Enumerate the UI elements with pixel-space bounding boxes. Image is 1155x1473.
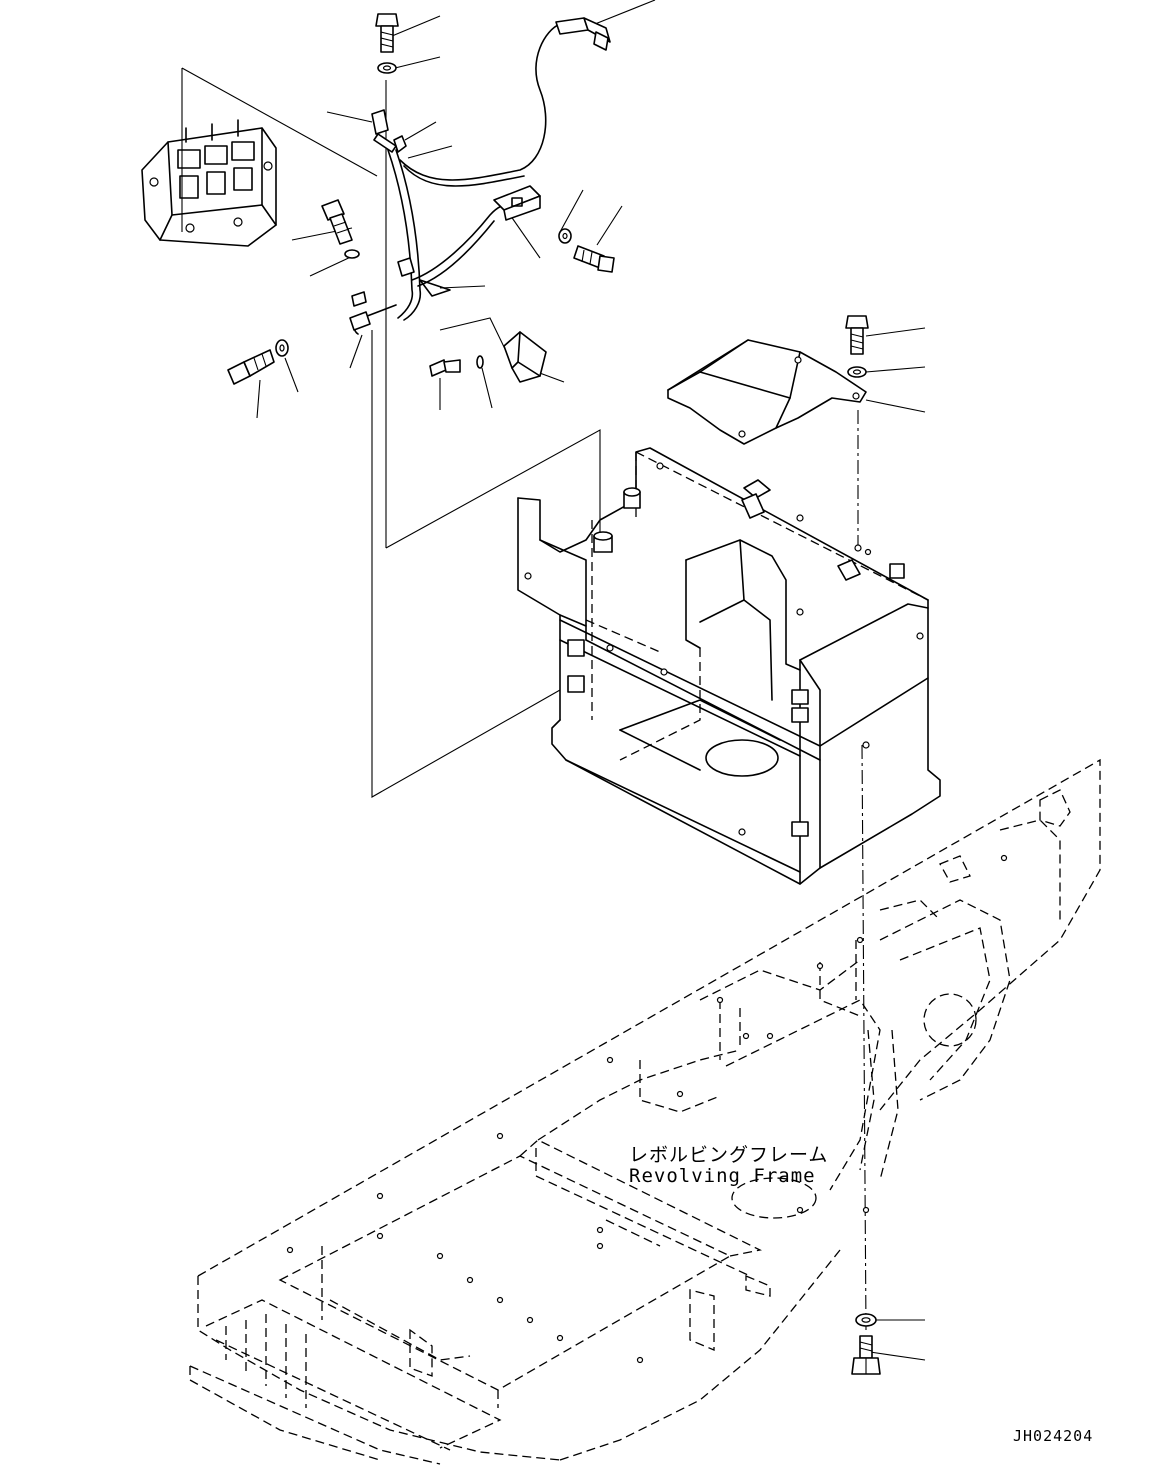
bolt-bottom-icon (851, 1335, 881, 1375)
frame-label-japanese: レボルビングフレーム (629, 1144, 829, 1166)
bolt-right-icon (573, 245, 615, 273)
leader-lines (256, 0, 926, 1361)
bolt-cover-icon (845, 315, 869, 355)
connector-right-icon (493, 185, 541, 221)
washer-right-icon (558, 228, 572, 244)
bolt-left-upper-icon (321, 199, 353, 245)
clamp-middle-icon (397, 257, 451, 297)
clamp-top-icon (371, 109, 407, 153)
washer-left-upper-icon (344, 249, 360, 259)
connector-top-icon (555, 17, 611, 51)
frame-label-english: Revolving Frame (629, 1165, 816, 1187)
revolving-frame-icon (189, 758, 1101, 1465)
clamp-bottom-icon (349, 291, 371, 331)
drawing-code: JH024204 (1013, 1427, 1094, 1445)
bracket-icon (503, 331, 547, 383)
washer-bottom-icon (855, 1313, 877, 1327)
battery-box-icon (517, 447, 941, 885)
control-valve-icon (141, 119, 277, 247)
bolt-top-icon (375, 13, 399, 53)
bolt-left-lower-icon (227, 349, 275, 385)
washer-left-lower-icon (275, 339, 289, 357)
washer-cover-icon (847, 366, 867, 378)
o-ring-icon (476, 355, 484, 369)
sensor-icon (429, 359, 461, 377)
cover-plate-icon (667, 339, 867, 445)
washer-top-icon (377, 62, 397, 74)
